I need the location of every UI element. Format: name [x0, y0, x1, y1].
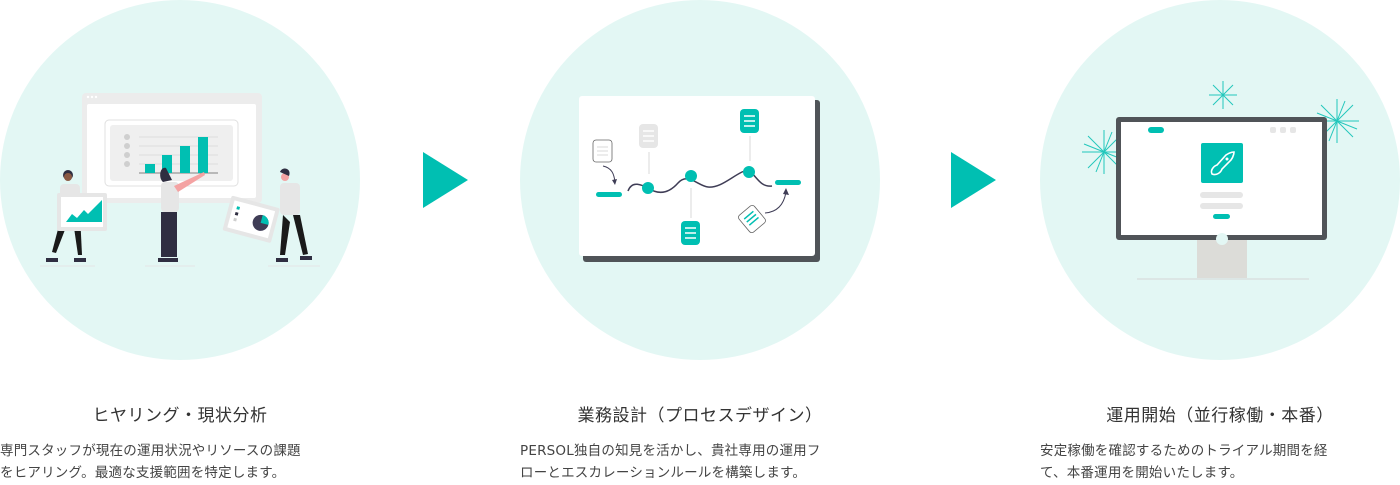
play-arrow-icon [951, 152, 996, 208]
rocket-icon [1201, 143, 1243, 183]
step-title: 業務設計（プロセスデザイン） [577, 406, 823, 426]
step-description: 安定稼働を確認するためのトライアル期間を経 て、本番運用を開始いたします。 [1040, 443, 1328, 481]
step-3-illustration [1040, 0, 1400, 360]
step-1-illustration [0, 0, 360, 360]
step-title: 運用開始（並行稼働・本番） [1106, 406, 1334, 426]
bar-chart-presentation-illustration [40, 93, 320, 267]
play-arrow-icon [423, 152, 468, 208]
step-description: 専門スタッフが現在の運用状況やリソースの課題 をヒアリング。最適な支援範囲を特定… [0, 443, 301, 481]
step-title: ヒヤリング・現状分析 [92, 406, 268, 426]
monitor-rocket-illustration [1082, 81, 1359, 280]
process-flow-illustration [579, 96, 820, 262]
step-operation-start: 運用開始（並行稼働・本番） 安定稼働を確認するためのトライアル期間を経 て、本番… [1040, 0, 1400, 485]
step-description: PERSOL独自の知見を活かし、貴社専用の運用フ ローとエスカレーションルールを… [520, 443, 821, 481]
step-2-illustration [520, 0, 880, 360]
step-process-design: 業務設計（プロセスデザイン） PERSOL独自の知見を活かし、貴社専用の運用フ … [520, 0, 880, 485]
step-hearing: ヒヤリング・現状分析 専門スタッフが現在の運用状況やリソースの課題 をヒアリング… [0, 0, 360, 485]
